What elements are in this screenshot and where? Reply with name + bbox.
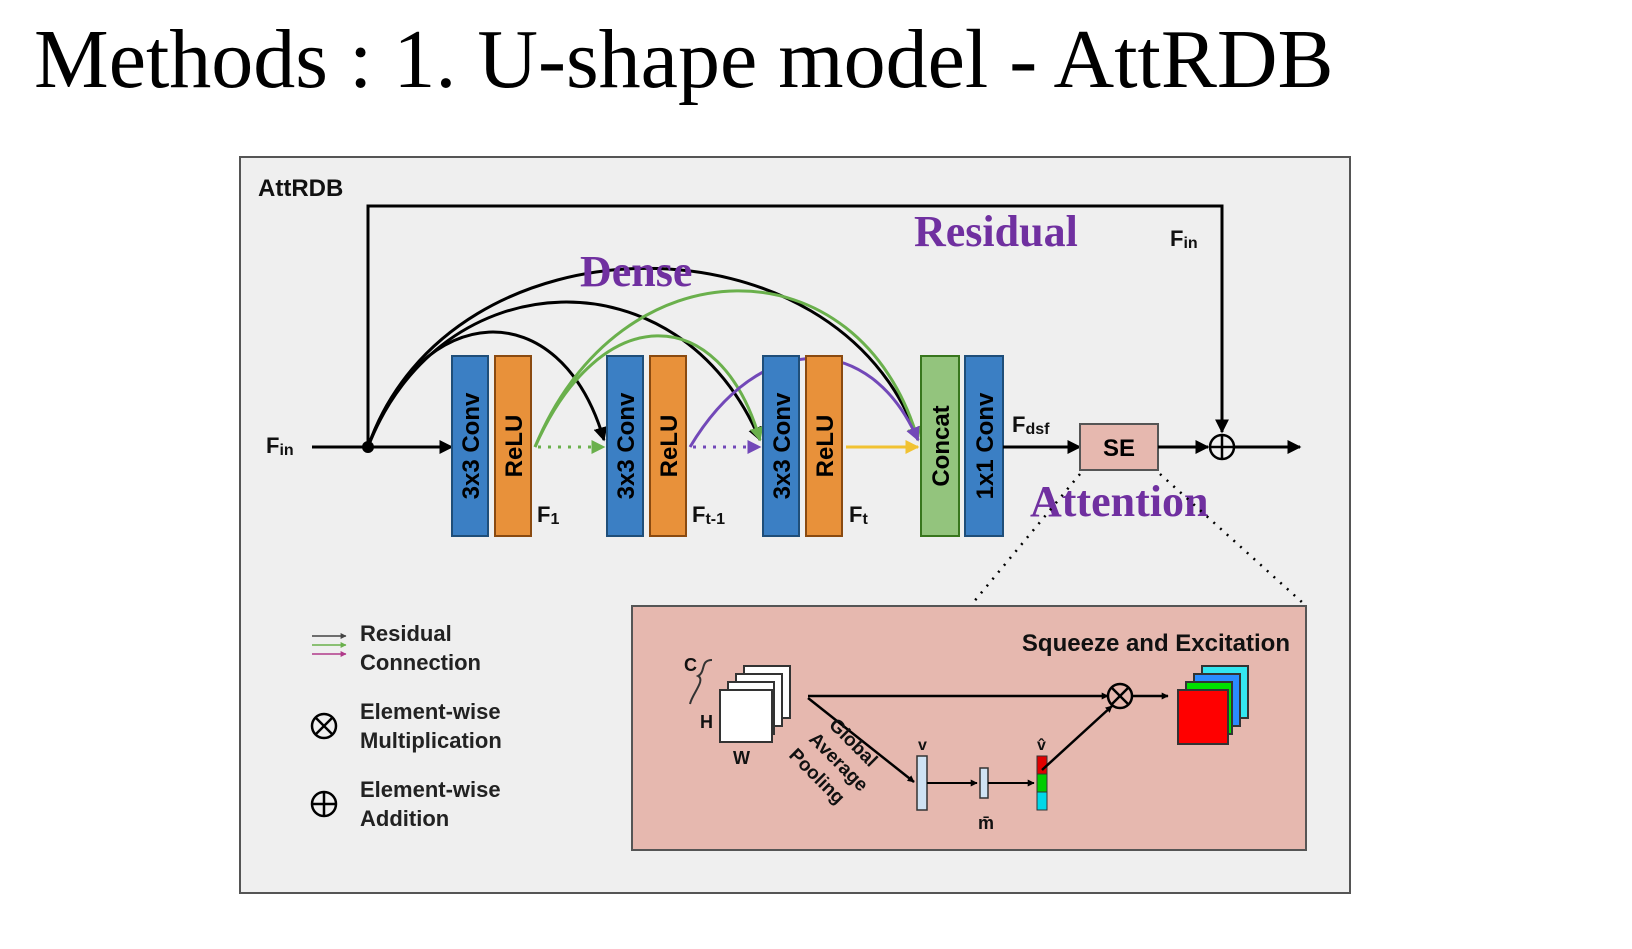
relu-block-2	[649, 355, 687, 537]
legend-mult-line2: Multiplication	[360, 728, 502, 753]
conv-block-1	[451, 355, 489, 537]
addition-node	[1208, 433, 1236, 461]
vector-v	[916, 755, 928, 811]
se-block	[1079, 423, 1159, 471]
dense-arc-green-1	[533, 334, 764, 448]
conv-block-1-label: 3x3 Conv	[458, 392, 485, 499]
concat-label: Concat	[928, 405, 955, 486]
dim-w-label: W	[733, 748, 750, 768]
concat-block	[920, 355, 960, 537]
add-icon	[310, 790, 338, 818]
input-label: Fin	[266, 433, 294, 459]
se-inset: Squeeze and Excitation C H W Global Aver…	[631, 605, 1307, 851]
relu-block-1	[494, 355, 532, 537]
dense-arc-black-3	[366, 266, 921, 448]
channel-brace	[689, 659, 713, 705]
legend-add-line2: Addition	[360, 806, 449, 831]
legend-residual-line2: Connection	[360, 650, 481, 675]
gap-arrow	[807, 697, 915, 783]
vector-v-label: v	[918, 737, 927, 754]
relu-block-3	[805, 355, 843, 537]
conv-block-3-label: 3x3 Conv	[769, 392, 796, 499]
vector-v-hat	[1036, 755, 1048, 811]
conv-block-3	[762, 355, 800, 537]
dim-h-label: H	[700, 712, 713, 732]
attention-annotation: Attention	[1030, 477, 1208, 526]
legend: Residual Connection Element-wise Multipl…	[310, 621, 502, 831]
feature-map-stack	[719, 665, 791, 743]
residual-annotation: Residual	[914, 207, 1078, 256]
fused-label: Fdsf	[1012, 412, 1050, 438]
legend-residual-line1: Residual	[360, 621, 452, 646]
panel-title: AttRDB	[258, 175, 343, 202]
residual-skip-connection	[366, 204, 1229, 445]
relu-block-3-label: ReLU	[812, 415, 839, 478]
dense-annotation: Dense	[580, 247, 692, 296]
recalibrated-feature-stack	[1177, 665, 1249, 745]
vector-m-label: m̄	[978, 813, 994, 833]
se-inset-title: Squeeze and Excitation	[1022, 630, 1290, 657]
vhat-to-mult-arrow	[1041, 705, 1113, 771]
block-1-output-label: F1	[537, 502, 559, 528]
conv-block-2-label: 3x3 Conv	[613, 392, 640, 499]
skip-label: Fin	[1170, 226, 1198, 252]
dim-c-label: C	[684, 655, 697, 675]
dense-arc-black-2	[366, 300, 762, 448]
relu-block-2-label: ReLU	[656, 415, 683, 478]
multiply-icon	[310, 712, 338, 740]
zoom-line-left	[971, 473, 1081, 605]
legend-mult-line1: Element-wise	[360, 699, 501, 724]
block-3-output-label: Ft	[849, 502, 868, 528]
vector-m	[979, 767, 989, 799]
block-2-output-label: Ft-1	[692, 502, 725, 528]
fuse-conv-label: 1x1 Conv	[972, 392, 999, 499]
relu-block-1-label: ReLU	[501, 415, 528, 478]
vector-v-hat-label: v̂	[1037, 737, 1046, 754]
fuse-conv-block	[964, 355, 1004, 537]
se-label: SE	[1103, 435, 1135, 462]
conv-block-2	[606, 355, 644, 537]
legend-add-line1: Element-wise	[360, 777, 501, 802]
dense-arc-green-2	[533, 289, 922, 448]
slide-title: Methods : 1. U-shape model - AttRDB	[34, 13, 1334, 106]
